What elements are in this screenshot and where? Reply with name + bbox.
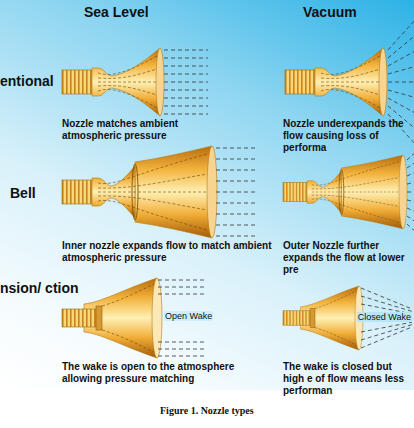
exhaust-streamline [164, 82, 208, 83]
exhaust-streamline [158, 349, 205, 350]
exhaust-streamline [164, 106, 208, 107]
exhaust-streamline [216, 181, 256, 182]
exhaust-streamline [407, 216, 414, 221]
exhaust-streamline [216, 236, 256, 237]
exhaust-streamline [407, 182, 414, 184]
exhaust-streamline [158, 280, 205, 281]
exhaust-streamline [361, 327, 412, 348]
exhaust-streamline [216, 214, 256, 215]
exhaust-streamline [407, 224, 414, 230]
exhaust-streamline [158, 342, 205, 343]
exhaust-streamline [388, 98, 414, 112]
wake-label: Closed Wake [357, 312, 412, 322]
exhaust-streamline [164, 90, 208, 91]
exhaust-streamline [216, 148, 256, 149]
exhaust-streamline [388, 36, 414, 58]
column-heading: Vacuum [303, 4, 357, 20]
exhaust-streamline [388, 21, 414, 50]
exhaust-streamline [216, 225, 256, 226]
description-note: The wake is closed but high e of flow me… [283, 361, 412, 397]
exhaust-streamline [164, 98, 208, 99]
exhaust-streamline [407, 163, 414, 168]
exhaust-streamline [216, 192, 256, 193]
description-note: Outer Nozzle further expands the flow at… [283, 240, 412, 276]
exhaust-streamline [164, 74, 208, 75]
exhaust-streamline [158, 294, 205, 295]
exhaust-streamline [407, 200, 414, 202]
row-heading: entional [0, 73, 54, 89]
description-note: The wake is open to the atmosphere allow… [62, 361, 252, 385]
exhaust-streamline [407, 173, 414, 176]
exhaust-streamline [216, 203, 256, 204]
wake-label: Open Wake [164, 311, 213, 321]
exhaust-streamline [388, 82, 414, 83]
exhaust-streamline [407, 154, 414, 160]
exhaust-streamline [407, 208, 414, 211]
exhaust-streamline [158, 356, 205, 357]
exhaust-streamline [158, 287, 205, 288]
figure-caption: Figure 1. Nozzle types [160, 405, 254, 416]
exhaust-streamline [164, 114, 208, 115]
description-note: Inner nozzle expands flow to match ambie… [62, 240, 277, 264]
exhaust-streamline [361, 296, 412, 311]
description-note: Nozzle matches ambient atmospheric press… [62, 118, 202, 142]
exhaust-streamline [361, 325, 412, 340]
exhaust-streamline [164, 58, 208, 59]
column-heading: Sea Level [84, 4, 149, 20]
exhaust-streamline [388, 67, 414, 74]
row-heading: nsion/ ction [0, 280, 50, 296]
exhaust-streamline [388, 52, 414, 66]
exhaust-streamline [216, 170, 256, 171]
exhaust-streamline [164, 66, 208, 67]
row-heading: Bell [10, 185, 36, 201]
exhaust-streamline [164, 50, 208, 51]
exhaust-streamline [407, 192, 414, 193]
exhaust-streamline [216, 159, 256, 160]
exhaust-streamline [388, 90, 414, 97]
description-note: Nozzle underexpands the flow causing los… [283, 118, 412, 154]
